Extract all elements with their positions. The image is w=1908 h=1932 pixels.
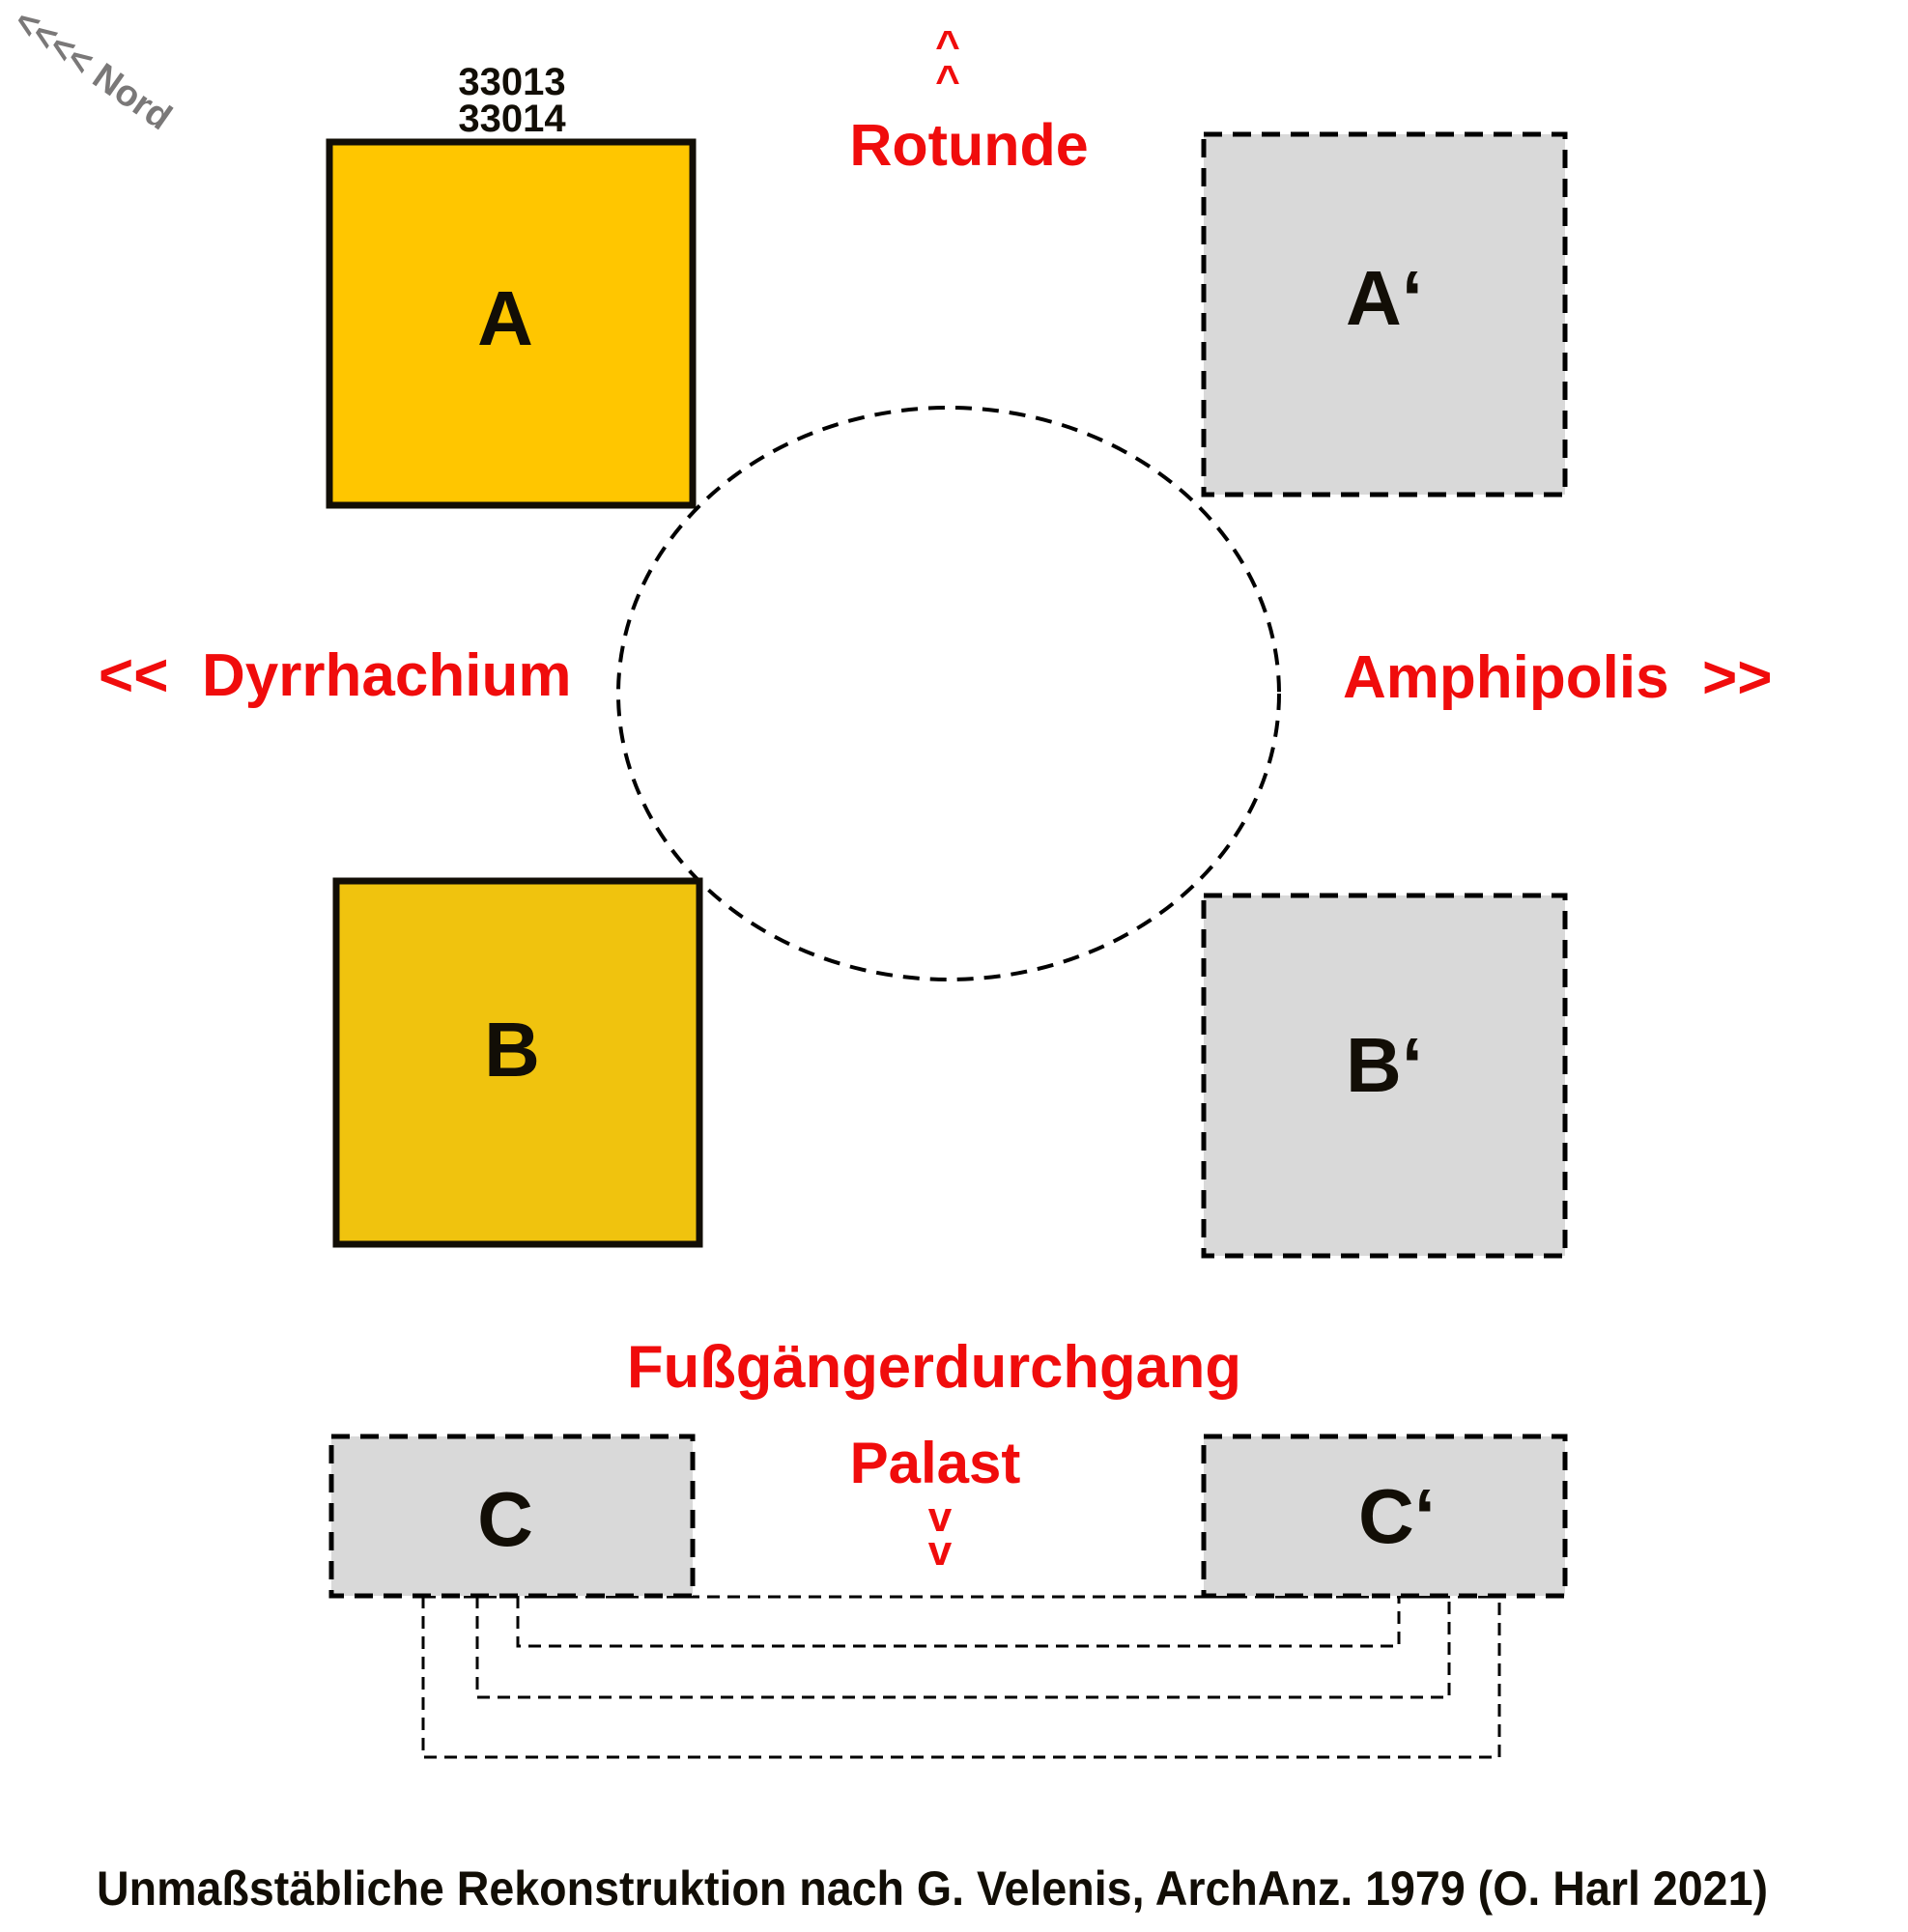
palace-passage-outlines bbox=[421, 1595, 1501, 1759]
arrow-up-icon-2: ^ bbox=[935, 57, 960, 104]
block-b-prime: B‘ bbox=[1201, 893, 1568, 1259]
arrow-left-icon: << bbox=[99, 642, 168, 709]
label-dyrrhachium: Dyrrhachium bbox=[202, 642, 571, 709]
block-a-prime: A‘ bbox=[1201, 131, 1568, 497]
block-a-label: A bbox=[477, 275, 533, 361]
block-a-prime-label: A‘ bbox=[1346, 255, 1423, 341]
arrow-down-icon: v bbox=[928, 1493, 953, 1541]
label-palast: Palast bbox=[850, 1431, 1021, 1495]
label-rotunde: Rotunde bbox=[849, 112, 1088, 178]
outline-middle bbox=[475, 1596, 1451, 1699]
block-b: B bbox=[332, 877, 703, 1248]
caption: Unmaßstäbliche Rekonstruktion nach G. Ve… bbox=[97, 1861, 1768, 1916]
block-a-number-2: 33014 bbox=[458, 98, 566, 140]
block-c: C bbox=[328, 1434, 696, 1599]
block-a: A bbox=[326, 138, 697, 509]
block-c-label: C bbox=[477, 1476, 533, 1562]
north-indicator: <<<< Nord bbox=[7, 1, 179, 138]
block-c-prime-label: C‘ bbox=[1358, 1473, 1436, 1559]
arrow-right-icon: >> bbox=[1702, 644, 1772, 711]
outline-outer bbox=[421, 1596, 1501, 1759]
arrow-up-icon: ^ bbox=[935, 22, 960, 70]
block-c-prime: C‘ bbox=[1201, 1434, 1568, 1599]
block-b-prime-label: B‘ bbox=[1346, 1022, 1423, 1108]
label-passage: Fußgängerdurchgang bbox=[627, 1334, 1241, 1401]
outline-inner bbox=[516, 1596, 1401, 1648]
label-amphipolis: Amphipolis bbox=[1343, 644, 1669, 711]
rotunda-outline bbox=[616, 406, 1281, 981]
block-b-label: B bbox=[484, 1007, 540, 1093]
block-a-number-1: 33013 bbox=[458, 61, 565, 103]
arrow-down-icon-2: v bbox=[928, 1527, 953, 1575]
